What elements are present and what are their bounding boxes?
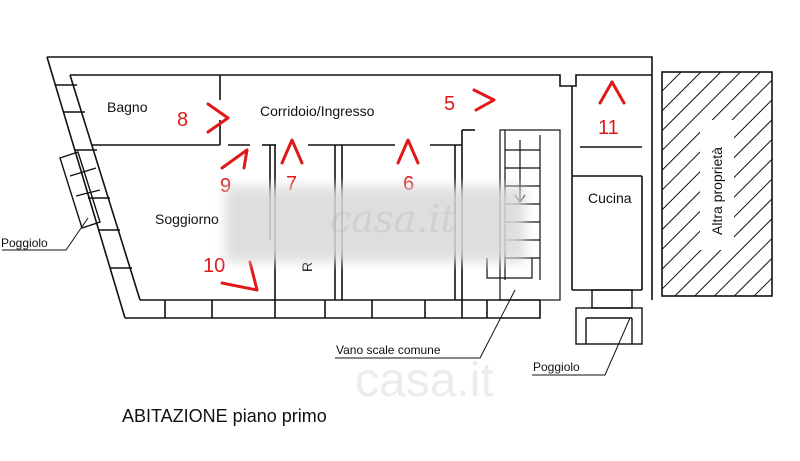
marker-10-arrow [220, 260, 259, 292]
marker-9-arrow [220, 148, 249, 170]
other-property-block [661, 71, 773, 297]
room-label-corridoio: Corridoio/Ingresso [260, 103, 375, 119]
room-label-soggiorno: Soggiorno [155, 211, 219, 227]
right-balcony [575, 289, 643, 345]
callout-lines [2, 217, 631, 376]
room-label-partial-r: R [299, 262, 315, 272]
marker-6-number: 6 [403, 173, 414, 195]
marker-5-arrow [472, 88, 496, 112]
room-label-altra-proprieta: Altra proprietà [709, 147, 725, 235]
plan-caption: ABITAZIONE piano primo [122, 406, 327, 426]
marker-10-number: 10 [203, 255, 225, 277]
room-label-cucina: Cucina [588, 190, 632, 206]
marker-7-number: 7 [286, 173, 297, 195]
marker-11-arrow [598, 80, 626, 105]
callout-poggiolo-left: Poggiolo [1, 236, 48, 250]
callout-poggiolo-right: Poggiolo [533, 360, 580, 374]
callout-vano-scale: Vano scale comune [336, 343, 441, 357]
watermark-logo: casa.it [355, 354, 494, 407]
room-label-bagno: Bagno [107, 99, 148, 115]
left-balcony [59, 151, 101, 229]
watermark-script: casa.it [330, 197, 456, 241]
marker-8-arrow [206, 102, 230, 134]
outer-walls [46, 56, 653, 319]
blurred-region [225, 186, 525, 262]
marker-7-arrow [280, 138, 304, 165]
marker-6-arrow [396, 138, 420, 165]
view-markers [206, 80, 626, 292]
marker-11-number: 11 [598, 117, 619, 139]
marker-5-number: 5 [444, 93, 455, 115]
marker-8-number: 8 [177, 109, 188, 131]
